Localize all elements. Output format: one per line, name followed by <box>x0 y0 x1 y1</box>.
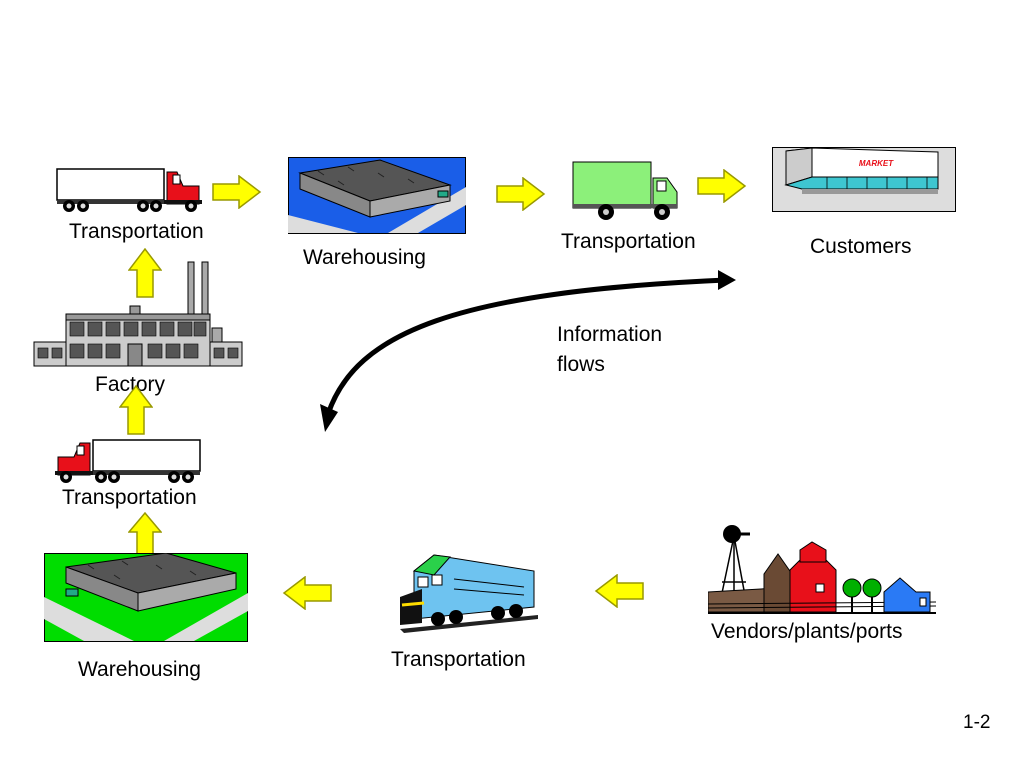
flow-arrow-left-2 <box>594 574 644 608</box>
factory-label: Factory <box>95 373 166 396</box>
warehouse-icon-bottom <box>44 553 248 642</box>
customers-label: Customers <box>810 235 912 258</box>
flow-arrow-right-3 <box>697 169 747 203</box>
information-flow-arrow <box>320 270 736 432</box>
warehouse-icon-top <box>288 157 466 234</box>
transportation-label-bottom: Transportation <box>391 648 526 671</box>
flow-arrow-up-1 <box>128 248 162 298</box>
market-sign: MARKET <box>859 159 894 168</box>
information-flows-line1: Information <box>557 323 663 346</box>
semi-truck-icon <box>56 168 202 212</box>
transportation-label-top-left: Transportation <box>69 220 204 243</box>
box-truck-icon <box>572 161 678 220</box>
factory-icon <box>33 261 243 367</box>
warehousing-label-bottom: Warehousing <box>78 658 201 681</box>
semi-truck-icon-left <box>55 439 201 483</box>
transportation-label-top-middle: Transportation <box>561 230 696 253</box>
flow-arrow-right-1 <box>212 175 262 209</box>
information-flows-line2: flows <box>557 353 605 376</box>
flow-arrow-up-2 <box>119 385 153 435</box>
farm-icon <box>708 525 936 614</box>
flow-arrow-up-3 <box>128 512 162 556</box>
vendors-label: Vendors/plants/ports <box>711 620 903 643</box>
information-flows-label: Information flows <box>557 320 662 380</box>
flow-arrow-left-1 <box>282 576 332 610</box>
transportation-label-left: Transportation <box>62 486 197 509</box>
flow-arrow-right-2 <box>496 177 546 211</box>
locomotive-icon <box>400 554 538 633</box>
market-store-icon: MARKET <box>772 147 956 212</box>
page-number: 1-2 <box>963 712 991 733</box>
warehousing-label-top: Warehousing <box>303 246 426 269</box>
